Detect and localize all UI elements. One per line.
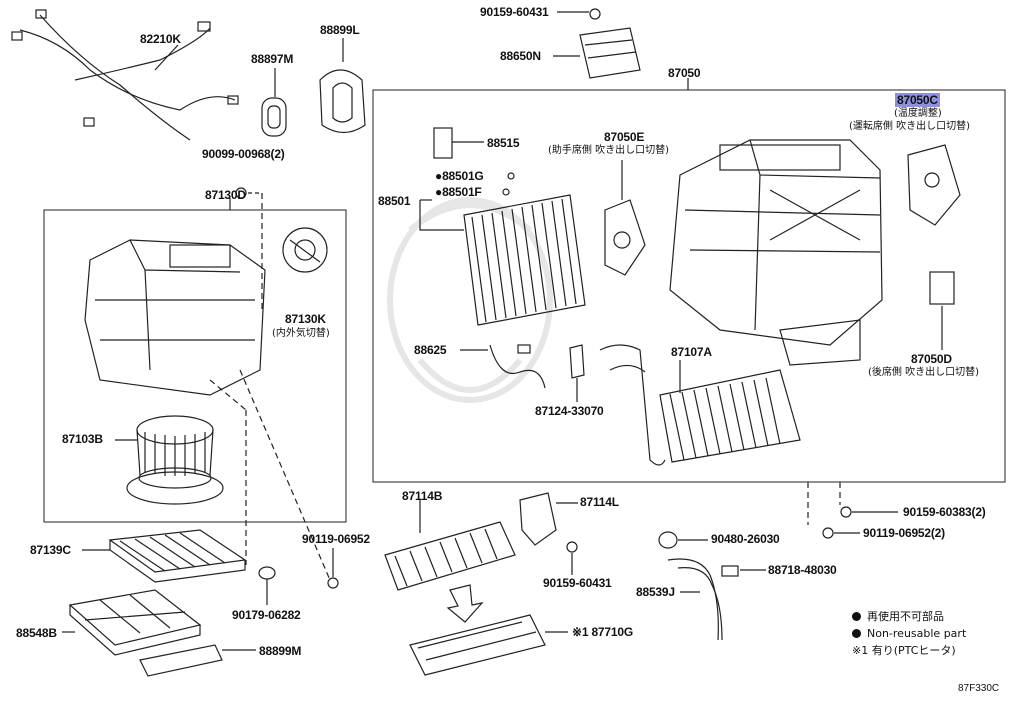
label-87124-33070[interactable]: 87124-33070 <box>535 404 604 418</box>
bracket-87114L-icon <box>519 492 578 546</box>
label-87114B[interactable]: 87114B <box>402 489 443 503</box>
label-88897M[interactable]: 88897M <box>251 52 294 66</box>
label-87710G[interactable]: ※1 87710G <box>572 625 633 639</box>
label-87130K[interactable]: 87130K <box>285 312 326 326</box>
label-90159-60431-mid[interactable]: 90159-60431 <box>543 576 612 590</box>
label-87130D[interactable]: 87130D <box>205 188 246 202</box>
label-87050C-sub2: (運転席側 吹き出し口切替) <box>849 121 970 132</box>
down-arrow-icon <box>446 584 484 623</box>
bolt-90159-60431-mid-icon <box>566 541 578 575</box>
label-87139C[interactable]: 87139C <box>30 543 71 557</box>
wire-harness-82210K-icon <box>11 9 239 141</box>
assembly-87130D-box <box>43 209 347 523</box>
sensor-88718-48030-icon <box>721 565 766 577</box>
label-88899M[interactable]: 88899M <box>259 644 302 658</box>
legend-line-3: ※1 有り(PTCヒータ) <box>852 644 956 657</box>
label-87107A[interactable]: 87107A <box>671 345 712 359</box>
label-82210K[interactable]: 82210K <box>140 32 181 46</box>
bolt-90119-06952-right-icon <box>822 527 860 539</box>
label-88501F[interactable]: ●88501F <box>435 185 482 199</box>
servo-motor-87050E-icon <box>604 160 646 276</box>
label-87050[interactable]: 87050 <box>668 66 701 80</box>
evaporator-88501-icon <box>419 194 586 326</box>
label-88899L[interactable]: 88899L <box>320 23 360 37</box>
hose-88539J-icon <box>667 558 723 641</box>
bullet-icon <box>852 629 861 638</box>
label-87050E[interactable]: 87050E <box>604 130 645 144</box>
label-90119-06952-left[interactable]: 90119-06952 <box>302 532 370 546</box>
label-87050D[interactable]: 87050D <box>911 352 952 366</box>
label-87050C-sub1: (温度調整) <box>894 108 942 119</box>
bullet-icon <box>852 612 861 621</box>
label-88515[interactable]: 88515 <box>487 136 520 150</box>
valve-88515-icon <box>433 127 484 159</box>
bolt-90159-60431-icon <box>557 8 601 20</box>
label-87050C[interactable]: 87050C <box>895 93 940 107</box>
label-90159-60431-top[interactable]: 90159-60431 <box>480 5 549 19</box>
filter-87139C-icon <box>82 529 247 583</box>
watermark-emblem <box>387 197 553 403</box>
label-88625[interactable]: 88625 <box>414 343 447 357</box>
grommet-90480-26030-icon <box>658 531 708 549</box>
duct-87114B-icon <box>384 500 516 591</box>
cover-88548B-icon <box>62 589 202 656</box>
seal-88899L-icon <box>319 38 366 134</box>
legend-line-2: Non-reusable part <box>867 627 967 640</box>
label-90099-00968[interactable]: 90099-00968(2) <box>202 147 285 161</box>
label-88548B[interactable]: 88548B <box>16 626 57 640</box>
module-88650N-icon <box>553 27 641 79</box>
nut-90179-06282-icon <box>258 566 276 605</box>
label-90159-60383[interactable]: 90159-60383(2) <box>903 505 986 519</box>
label-90480-26030[interactable]: 90480-26030 <box>711 532 780 546</box>
sensor-88625-icon <box>460 344 546 389</box>
heater-core-87107A-icon <box>599 344 801 466</box>
clip-87124-33070-icon <box>569 344 585 402</box>
bolt-90099-00968-icon <box>235 187 263 310</box>
label-88650N[interactable]: 88650N <box>500 49 541 63</box>
label-90179-06282[interactable]: 90179-06282 <box>232 608 301 622</box>
label-88539J[interactable]: 88539J <box>636 585 675 599</box>
bolt-90159-60383-icon <box>840 506 898 518</box>
label-88501G[interactable]: ●88501G <box>435 169 484 183</box>
label-87103B[interactable]: 87103B <box>62 432 103 446</box>
label-87114L[interactable]: 87114L <box>580 495 619 509</box>
label-88501[interactable]: 88501 <box>378 194 411 208</box>
label-87130K-sub: (内外気切替) <box>272 328 330 339</box>
legend-line-1: 再使用不可部品 <box>867 610 944 623</box>
blower-case-87130D-icon <box>84 239 266 396</box>
ptc-heater-87710G-icon <box>409 614 568 676</box>
bolt-90119-06952-left-icon <box>327 548 339 589</box>
grommet-88897M-icon <box>261 68 287 137</box>
label-87050D-sub: (後席側 吹き出し口切替) <box>868 367 979 378</box>
servo-motor-87130K-icon <box>282 227 328 273</box>
label-88718-48030[interactable]: 88718-48030 <box>768 563 837 577</box>
assembly-87050-box <box>372 89 1006 483</box>
blower-motor-87103B-icon <box>115 415 224 505</box>
label-87050E-sub: (助手席側 吹き出し口切替) <box>548 145 669 156</box>
servo-motor-87050D-icon <box>929 271 955 350</box>
label-90119-06952-right[interactable]: 90119-06952(2) <box>863 526 945 540</box>
figure-code: 87F330C <box>958 683 1000 694</box>
servo-motor-87050C-icon <box>907 144 961 226</box>
hvac-case-87050-icon <box>669 139 883 366</box>
seal-88899M-icon <box>139 644 256 677</box>
legend: 再使用不可部品 Non-reusable part ※1 有り(PTCヒータ) <box>852 608 966 659</box>
